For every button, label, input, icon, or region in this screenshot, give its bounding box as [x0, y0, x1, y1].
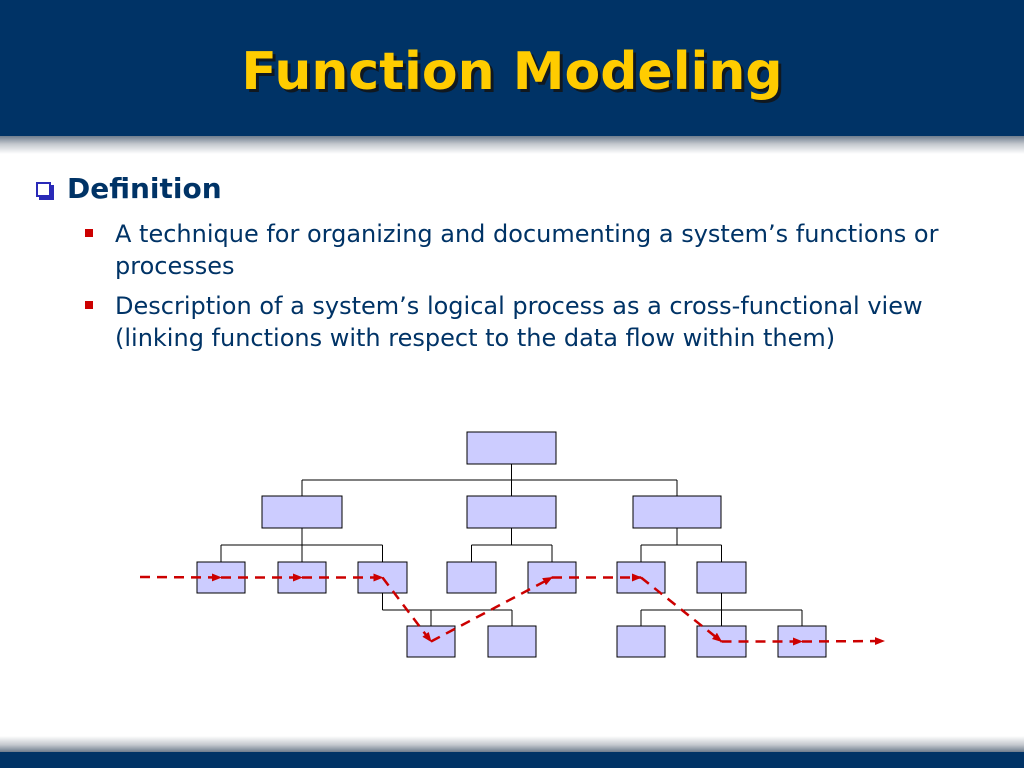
function-box-c2	[696, 561, 747, 594]
bullet-item: Description of a system’s logical proces…	[84, 290, 964, 354]
function-box-a3b	[487, 625, 537, 658]
function-box-c2a	[616, 625, 666, 658]
function-box-b1	[446, 561, 497, 594]
function-box-b	[466, 495, 557, 529]
data-flow-exit-arrow	[801, 637, 885, 646]
red-square-bullet-icon	[85, 301, 93, 309]
title-bar	[0, 0, 1024, 136]
function-box-a	[261, 495, 343, 529]
hollow-square-bullet-icon	[36, 181, 51, 197]
data-flow-arrow	[640, 576, 723, 643]
definition-heading: Definition	[36, 170, 222, 206]
function-box-root	[466, 431, 557, 465]
title-bar-shadow	[0, 136, 1024, 154]
data-flow-arrow	[430, 576, 553, 643]
slide-title: Function Modeling	[241, 42, 783, 102]
function-boxes	[196, 431, 827, 658]
bullet-item: A technique for organizing and documenti…	[84, 218, 964, 282]
data-flow-arrow	[139, 573, 222, 582]
function-box-c	[632, 495, 722, 529]
data-flow-path	[139, 573, 885, 646]
footer-shadow	[0, 736, 1024, 752]
data-flow-arrow	[381, 576, 432, 643]
footer-bar	[0, 752, 1024, 768]
red-square-bullet-icon	[85, 229, 93, 237]
definition-bullet-list: A technique for organizing and documenti…	[84, 218, 964, 362]
bullet-text: Description of a system’s logical proces…	[115, 292, 923, 352]
definition-heading-label: Definition	[67, 171, 222, 205]
tree-connector-lines	[220, 464, 803, 626]
function-box-b2	[527, 561, 577, 594]
bullet-text: A technique for organizing and documenti…	[115, 220, 939, 280]
